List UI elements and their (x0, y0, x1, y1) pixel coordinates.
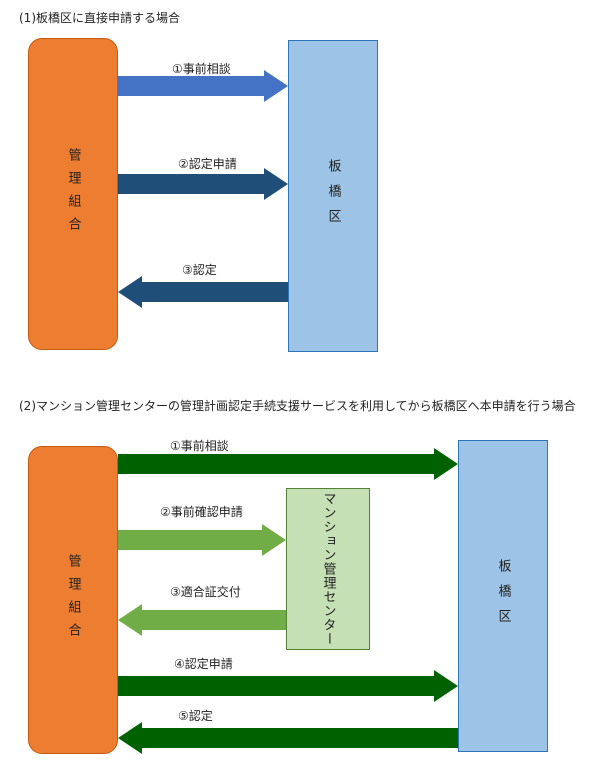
itabashi-ward-box-1: 板橋区 (288, 40, 378, 352)
arrow-label-1-1: ①事前相談 (172, 62, 231, 76)
arrow-1-2-right (118, 168, 288, 200)
arrow-2-2-right (118, 524, 286, 556)
arrow-label-1-3: ③認定 (182, 263, 217, 277)
arrow-1-3-left (118, 276, 288, 308)
arrow-label-2-2: ②事前確認申請 (160, 505, 243, 519)
management-association-box-2: 管理組合 (28, 446, 118, 754)
arrow-label-2-4: ④認定申請 (174, 657, 233, 671)
arrow-2-5-left (118, 722, 458, 754)
arrow-2-1-right (118, 448, 458, 480)
management-association-box-1: 管理組合 (28, 38, 118, 350)
arrow-label-1-2: ②認定申請 (178, 157, 237, 171)
management-association-label-2: 管理組合 (65, 554, 81, 646)
management-association-label-1: 管理組合 (65, 148, 81, 240)
mansion-management-center-box: マンション管理センター (286, 488, 370, 650)
itabashi-ward-label-2: 板橋区 (495, 558, 511, 634)
arrow-label-2-3: ③適合証交付 (170, 585, 241, 599)
itabashi-ward-label-1: 板橋区 (325, 158, 341, 234)
arrow-2-4-right (118, 670, 458, 702)
section-2-heading: (2)マンション管理センターの管理計画認定手続支援サービスを利用してから板橋区へ… (19, 399, 576, 413)
section-1-heading: (1)板橋区に直接申請する場合 (19, 11, 180, 25)
arrow-label-2-1: ①事前相談 (170, 439, 229, 453)
arrow-2-3-left (118, 604, 286, 636)
arrow-1-1-right (118, 70, 288, 102)
mansion-management-center-label: マンション管理センター (320, 492, 336, 646)
arrow-label-2-5: ⑤認定 (178, 709, 213, 723)
itabashi-ward-box-2: 板橋区 (458, 440, 548, 752)
